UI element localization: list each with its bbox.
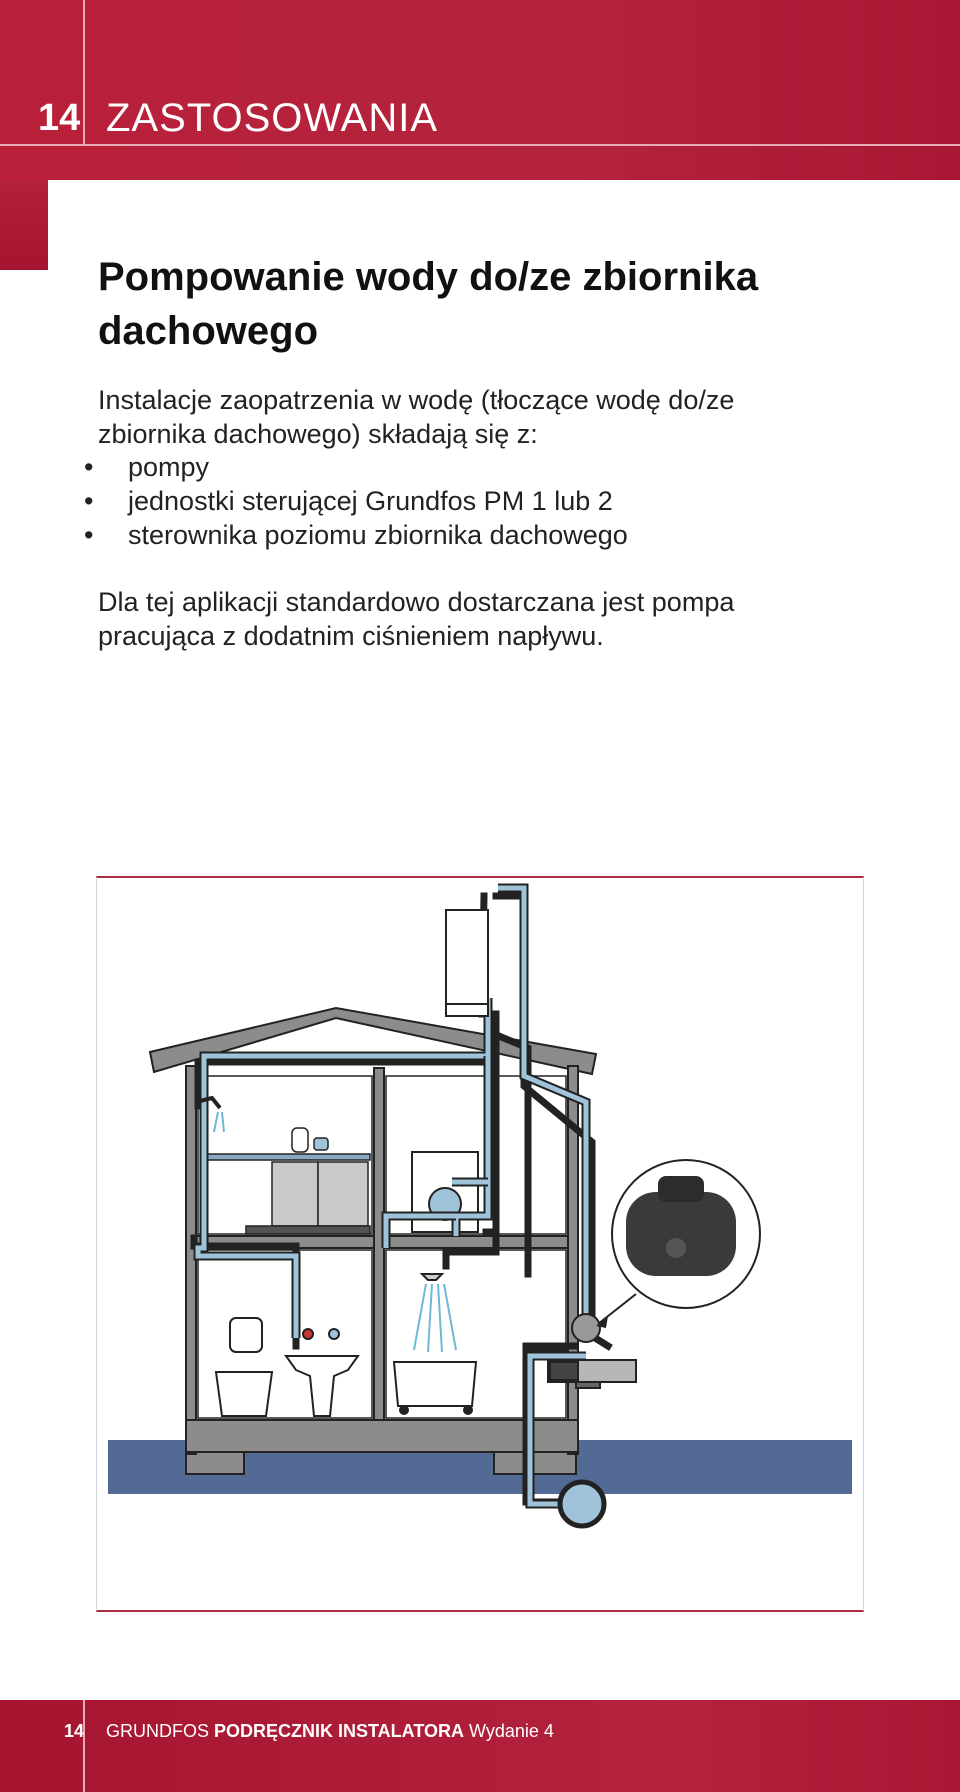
shower-spray [413, 1283, 457, 1353]
list-item: • sterownika poziomu zbiornika dachowego [80, 518, 628, 552]
footer-brand: GRUNDFOS [106, 1721, 209, 1741]
bullet-icon: • [84, 520, 94, 550]
intro-line1: Instalacje zaopatrzenia w wodę (tłoczące… [98, 385, 735, 415]
roof-tank-body [445, 909, 489, 1015]
article-heading-line2: dachowego [98, 309, 319, 353]
list-item-text: sterownika poziomu zbiornika dachowego [128, 520, 628, 550]
house-water-supply-illustration [96, 876, 864, 1612]
bathroom-fixtures [214, 1317, 360, 1417]
section-title: ZASTOSOWANIA [106, 96, 439, 140]
article-heading: Pompowanie wody do/ze zbiornika dachoweg… [98, 250, 878, 358]
header-vertical-divider [83, 0, 85, 144]
kitchen-cup [313, 1137, 329, 1151]
roof-tank [445, 909, 489, 1017]
cabinet-right [317, 1161, 369, 1227]
application-paragraph: Dla tej aplikacji standardowo dostarczan… [98, 585, 898, 653]
bullet-icon: • [84, 452, 94, 482]
pump-foot [575, 1381, 601, 1389]
toilet-tank [229, 1317, 263, 1353]
bathtub-foot-left [399, 1405, 409, 1415]
para2-line1: Dla tej aplikacji standardowo dostarczan… [98, 587, 735, 617]
wash-basin [284, 1355, 360, 1417]
kitchen-kettle [291, 1127, 309, 1153]
para2-line2: pracująca z dodatnim ciśnieniem napływu. [98, 621, 604, 651]
pump-assembly [547, 1313, 637, 1389]
pm-unit-zoom-inset [596, 1159, 761, 1328]
list-item: • pompy [80, 450, 628, 484]
pm-control-unit [571, 1313, 601, 1343]
house-base [185, 1419, 579, 1453]
footer-band [0, 1700, 960, 1792]
illustration-svg [108, 883, 852, 1529]
footer-edition: Wydanie 4 [469, 1721, 554, 1741]
intro-line2: zbiornika dachowego) składają się z: [98, 419, 538, 449]
basin-tap-blue [328, 1328, 340, 1340]
pump-motor-stripes [549, 1361, 579, 1381]
house-wall-right [567, 1065, 579, 1455]
component-list: • pompy • jednostki sterującej Grundfos PM… [80, 450, 628, 552]
footer-page-number: 14 [64, 1721, 85, 1741]
bullet-icon: • [84, 486, 94, 516]
shower-head [419, 1273, 445, 1281]
kitchen-faucet [195, 1095, 225, 1133]
list-item: • jednostki sterującej Grundfos PM 1 lub … [80, 484, 628, 518]
roof-tank-base [445, 1003, 489, 1017]
bathtub-foot-right [463, 1405, 473, 1415]
footer-publication: GRUNDFOS PODRĘCZNIK INSTALATORA Wydanie … [106, 1720, 554, 1742]
kitchen-floor-strip [245, 1225, 371, 1235]
list-item-text: pompy [128, 452, 210, 482]
footer-book-title: PODRĘCZNIK INSTALATORA [214, 1721, 465, 1741]
basin-tap-red [302, 1328, 314, 1340]
header-band [0, 0, 960, 180]
zoom-arrow-head-icon [596, 1316, 608, 1328]
header-accent-block [0, 180, 48, 270]
article-heading-line1: Pompowanie wody do/ze zbiornika [98, 255, 759, 299]
figure-frame [96, 876, 864, 1612]
pipe-network [193, 883, 591, 1509]
house-structure [148, 1006, 598, 1475]
toilet-bowl [214, 1371, 274, 1417]
kitchen-cabinets [201, 1127, 371, 1235]
pm-unit-top [658, 1176, 704, 1202]
bathtub [392, 1361, 478, 1415]
zoom-arrow-line [597, 1293, 637, 1325]
pm-unit-body [626, 1192, 736, 1276]
header-divider [0, 144, 960, 146]
pm-unit-display [666, 1238, 686, 1258]
bathtub-body [392, 1361, 478, 1407]
underground-reservoir [557, 1479, 607, 1529]
intro-paragraph: Instalacje zaopatrzenia w wodę (tłoczące… [98, 383, 878, 451]
list-item-text: jednostki sterującej Grundfos PM 1 lub 2 [128, 486, 613, 516]
footer-vertical-divider [83, 1700, 85, 1792]
page-number: 14 [38, 97, 81, 139]
